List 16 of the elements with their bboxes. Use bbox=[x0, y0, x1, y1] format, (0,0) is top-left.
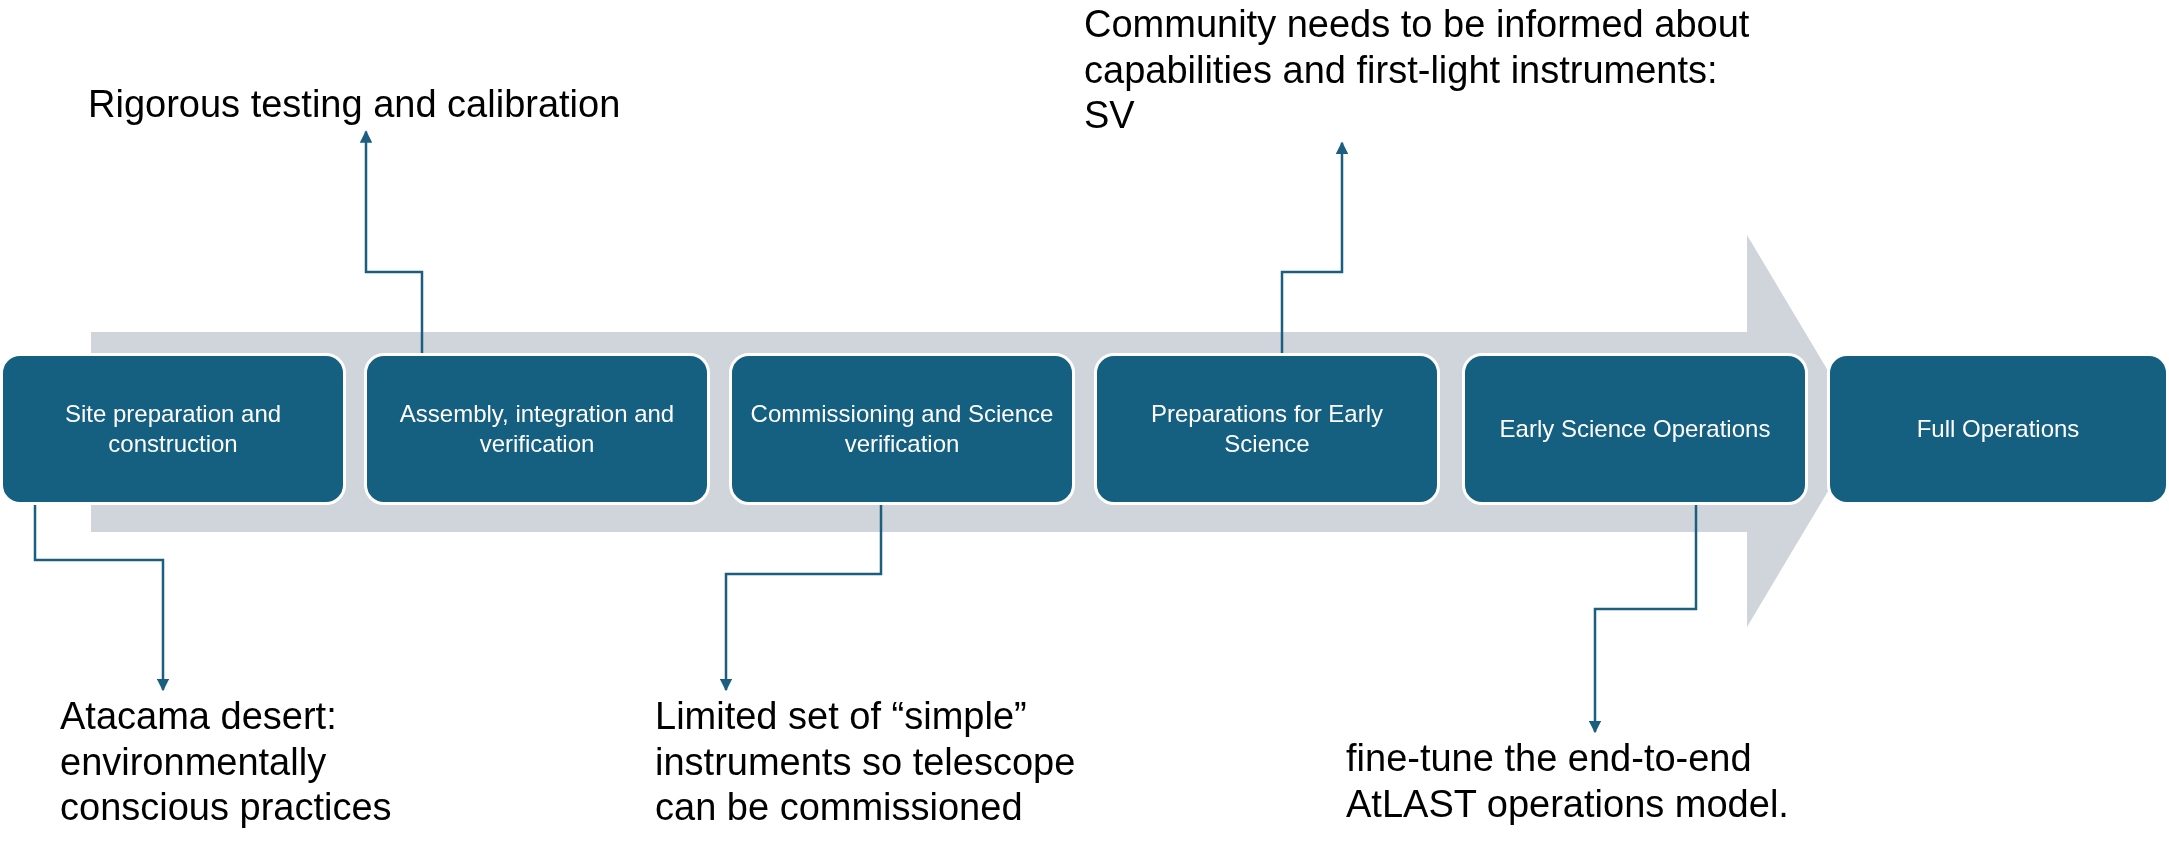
annotation-text: fine-tune the end-to-end AtLAST operations model. bbox=[1346, 736, 1886, 828]
connector-arrow bbox=[1280, 141, 1349, 353]
process-box: Assembly, integration and verification bbox=[364, 353, 710, 505]
connector-arrow bbox=[1588, 505, 1698, 734]
annotation-text: Limited set of “simple” instruments so telescope can be commissioned bbox=[655, 694, 1135, 831]
process-box: Preparations for Early Science bbox=[1094, 353, 1440, 505]
connector-arrow bbox=[719, 505, 883, 692]
process-box: Site preparation and construction bbox=[0, 353, 346, 505]
process-box: Full Operations bbox=[1827, 353, 2169, 505]
annotation-text: Rigorous testing and calibration bbox=[88, 82, 808, 128]
connector-arrow bbox=[33, 505, 170, 692]
connector-arrow bbox=[359, 130, 424, 353]
annotation-text: Community needs to be informed about capabilities and first-light instruments: SV bbox=[1084, 2, 1764, 139]
process-box: Early Science Operations bbox=[1462, 353, 1808, 505]
annotation-text: Atacama desert: environmentally conscious practices bbox=[60, 694, 400, 831]
process-box: Commissioning and Science verification bbox=[729, 353, 1075, 505]
